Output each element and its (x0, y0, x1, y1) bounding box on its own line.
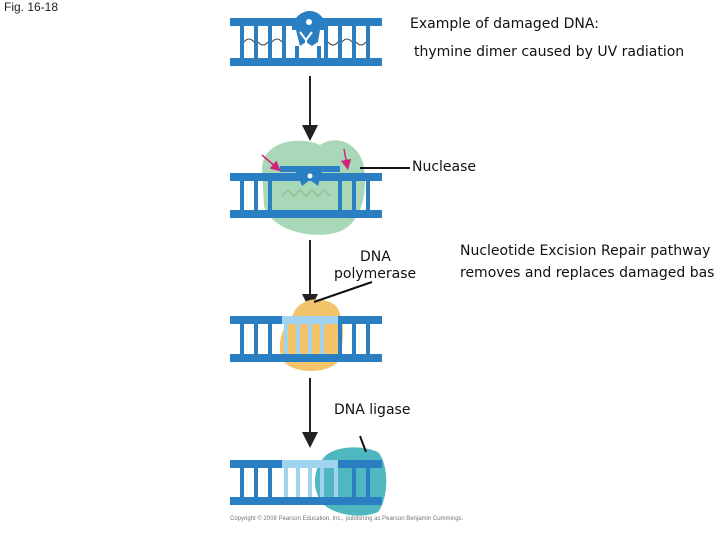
damaged-dna-label-line1: Example of damaged DNA: (410, 14, 599, 35)
ligase-enzyme (315, 447, 386, 515)
polymerase-stage (230, 282, 382, 371)
copyright-notice: Copyright © 2008 Pearson Education, Inc.… (230, 516, 463, 522)
nuclease-label: Nuclease (412, 157, 476, 178)
ligase-label: DNA ligase (334, 400, 410, 421)
nuclease-enzyme (262, 140, 365, 234)
damaged-dna-label-line2: thymine dimer caused by UV radiation (414, 42, 684, 63)
nuclease-stage (230, 140, 410, 234)
pathway-note-line1: Nucleotide Excision Repair pathway (460, 241, 710, 262)
polymerase-pointer (314, 282, 372, 302)
pathway-note-line2: removes and replaces damaged bas (460, 263, 714, 284)
polymerase-label-line2: polymerase (334, 264, 416, 285)
damaged-dna (230, 11, 382, 66)
ligase-stage (230, 436, 386, 516)
